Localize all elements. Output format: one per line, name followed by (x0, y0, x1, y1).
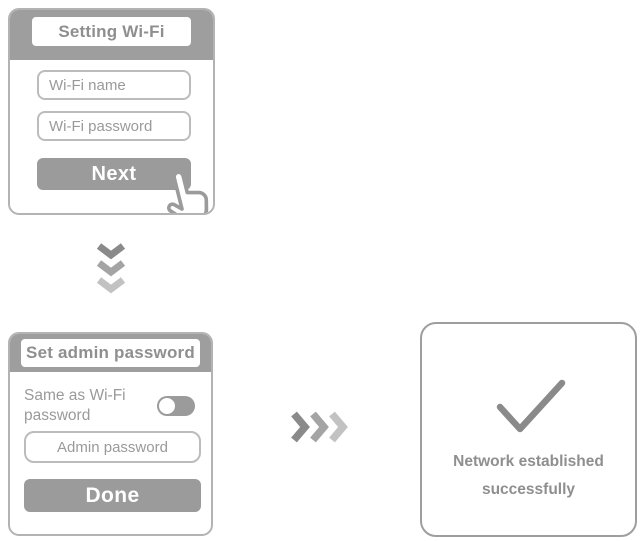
network-success-card: Network established successfully (420, 322, 637, 537)
wifi-name-input[interactable] (37, 70, 191, 100)
success-message: Network established successfully (453, 453, 604, 498)
same-as-wifi-label: Same as Wi-Fi password (24, 387, 126, 424)
wifi-setup-card: Setting Wi-Fi Next (8, 8, 215, 215)
admin-password-header: Set admin password (10, 334, 211, 372)
next-button[interactable]: Next (37, 158, 191, 190)
toggle-knob-icon (159, 398, 175, 414)
tap-hand-icon (152, 161, 213, 213)
flow-arrow-down-icon (96, 243, 126, 296)
same-as-wifi-toggle[interactable] (157, 396, 195, 416)
done-button[interactable]: Done (24, 479, 201, 512)
wifi-setup-header: Setting Wi-Fi (10, 10, 213, 60)
admin-password-input[interactable] (24, 431, 201, 463)
wifi-password-input[interactable] (37, 111, 191, 141)
checkmark-icon (494, 378, 568, 436)
flow-arrow-right-icon (291, 411, 349, 445)
admin-password-title: Set admin password (21, 339, 200, 367)
admin-password-card: Set admin password Same as Wi-Fi passwor… (8, 332, 213, 536)
wifi-setup-title: Setting Wi-Fi (32, 17, 191, 46)
